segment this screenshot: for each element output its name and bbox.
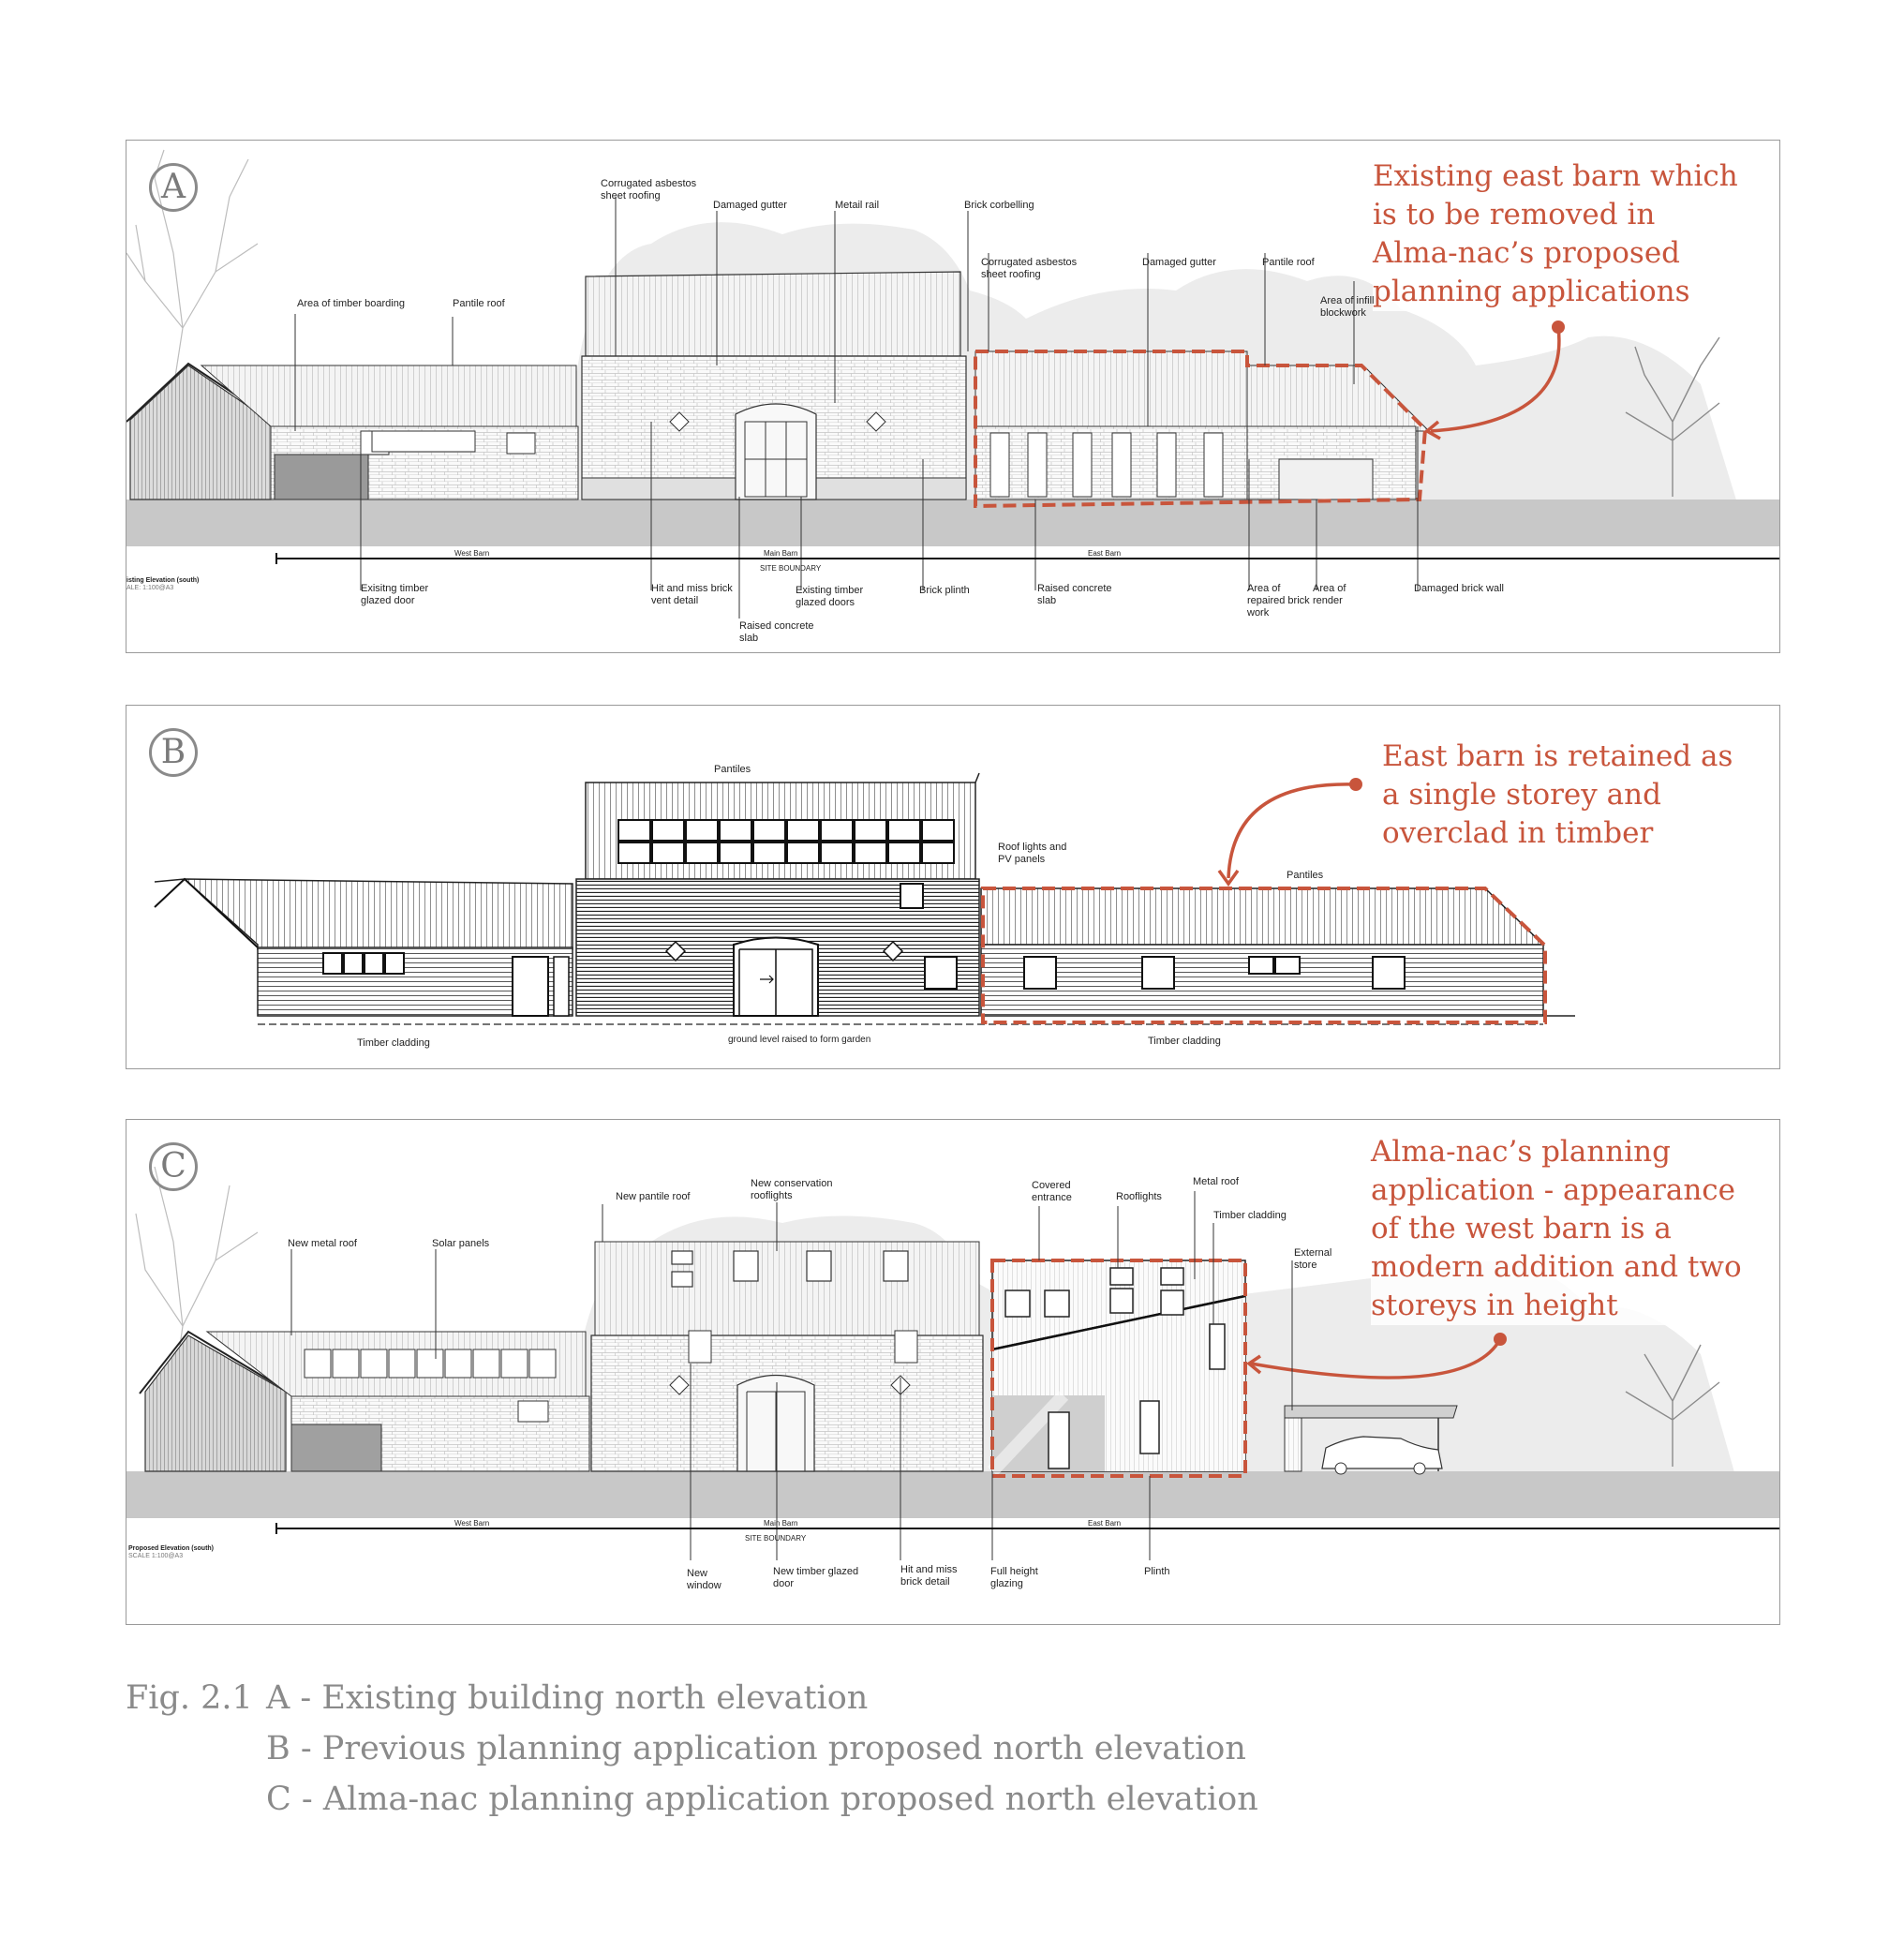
label-new-metal-roof: New metal roof <box>288 1238 357 1249</box>
tree-left <box>126 149 259 451</box>
label-new-pantile-roof: New pantile roof <box>616 1191 691 1202</box>
panel-b-letter: B <box>149 728 198 777</box>
highlight-east-barn <box>981 887 1547 1024</box>
highlight-east-addition <box>990 1259 1247 1478</box>
ground <box>126 499 1779 546</box>
label-pantiles-2: Pantiles <box>1287 870 1324 881</box>
elevation-a-drawing <box>126 149 1779 619</box>
panel-b-note: East barn is retained as a single storey… <box>1382 739 1733 850</box>
caption-fig-number: Fig. 2.1 <box>126 1679 253 1717</box>
label-corrugated-1: Corrugated asbestos sheet roofing <box>601 178 697 201</box>
label-damaged-gutter-2: Damaged gutter <box>1142 257 1216 268</box>
label-covered-entrance: Covered entrance <box>1032 1180 1072 1203</box>
label-site-boundary: SITE BOUNDARY <box>760 564 822 573</box>
label-elevation-scale: SCALE 1:100@A3 <box>128 1553 184 1559</box>
label-full-height: Full height glazing <box>990 1566 1038 1589</box>
tree-left <box>135 1166 259 1458</box>
label-solar-panels: Solar panels <box>432 1238 490 1249</box>
label-elevation-scale: ALE: 1:100@A3 <box>126 585 174 591</box>
label-new-window: New window <box>687 1568 721 1591</box>
annotation-arrow <box>1250 1338 1502 1379</box>
label-east-barn: East Barn <box>1088 1519 1122 1528</box>
caption-line-c: C - Alma-nac planning application propos… <box>266 1781 1258 1818</box>
label-hit-miss: Hit and miss brick detail <box>900 1564 958 1588</box>
label-raised-slab-1: Raised concrete slab <box>739 620 814 644</box>
panel-a: A Existing east barn which is to be remo… <box>126 140 1780 653</box>
label-timber-boarding: Area of timber boarding <box>297 298 405 309</box>
label-west-barn: West Barn <box>454 1519 490 1528</box>
tree-right <box>1625 336 1720 497</box>
label-timber-glazed-door: Exisitng timber glazed door <box>361 583 429 606</box>
figure-caption: Fig. 2.1 A - Existing building north elev… <box>126 1673 1258 1825</box>
label-plinth: Plinth <box>1144 1566 1170 1577</box>
label-elevation-title: Proposed Elevation (south) <box>128 1545 215 1552</box>
label-metal-roof: Metal roof <box>1193 1176 1239 1187</box>
label-brick-corbelling: Brick corbelling <box>964 200 1034 211</box>
label-rooflights: Rooflights <box>1116 1191 1162 1202</box>
label-pantile-roof-1: Pantile roof <box>453 298 505 309</box>
label-east-barn: East Barn <box>1088 549 1122 558</box>
label-main-barn: Main Barn <box>764 1519 798 1528</box>
label-roof-lights: Roof lights and PV panels <box>998 842 1067 865</box>
label-site-boundary: SITE BOUNDARY <box>745 1534 807 1543</box>
label-ground-level: ground level raised to form garden <box>728 1035 871 1045</box>
elevation-c-drawing <box>126 1166 1779 1560</box>
label-timber-cladding-2: Timber cladding <box>1148 1036 1221 1047</box>
label-raised-slab-2: Raised concrete slab <box>1037 583 1112 606</box>
label-infill-blockwork: Area of infill blockwork <box>1320 295 1375 319</box>
label-external-store: External store <box>1294 1247 1332 1271</box>
panel-c-letter: C <box>149 1142 198 1191</box>
label-timber-cladding-1: Timber cladding <box>357 1037 430 1049</box>
label-pantile-roof-2: Pantile roof <box>1262 257 1315 268</box>
label-conservation-rooflights: New conservation rooflights <box>751 1178 833 1201</box>
panel-a-letter: A <box>149 163 198 212</box>
annotation-arrow <box>1227 783 1357 879</box>
label-metal-rail: Metail rail <box>835 200 880 211</box>
label-brick-plinth: Brick plinth <box>919 585 970 596</box>
label-new-timber-door: New timber glazed door <box>773 1566 859 1589</box>
annotation-arrow <box>1430 326 1561 433</box>
caption-line-a: A - Existing building north elevation <box>266 1679 869 1717</box>
label-damaged-wall: Damaged brick wall <box>1414 583 1504 594</box>
panel-b: B East barn is retained as a single stor… <box>126 705 1780 1069</box>
label-render: Area of render <box>1313 583 1346 606</box>
label-repaired-brick: Area of repaired brick work <box>1247 583 1310 619</box>
label-pantiles-1: Pantiles <box>714 764 751 775</box>
label-corrugated-2: Corrugated asbestos sheet roofing <box>981 257 1078 280</box>
label-elevation-title: isting Elevation (south) <box>126 577 200 584</box>
tree-right <box>1625 1344 1720 1467</box>
highlight-east-barn <box>974 350 1428 509</box>
caption-line-b: B - Previous planning application propos… <box>266 1730 1246 1767</box>
elevation-b-drawing <box>154 772 1575 1025</box>
label-damaged-gutter-1: Damaged gutter <box>713 200 787 211</box>
label-hit-miss: Hit and miss brick vent detail <box>651 583 733 606</box>
label-west-barn: West Barn <box>454 549 490 558</box>
label-timber-cladding: Timber cladding <box>1213 1210 1287 1221</box>
panel-a-note: Existing east barn which is to be remove… <box>1373 157 1748 311</box>
label-existing-timber-doors: Existing timber glazed doors <box>796 585 864 608</box>
panel-c: C Alma-nac’s planning application - appe… <box>126 1119 1780 1625</box>
label-main-barn: Main Barn <box>764 549 798 558</box>
panel-c-note: Alma-nac’s planning application - appear… <box>1371 1133 1755 1325</box>
ground <box>126 1471 1779 1518</box>
